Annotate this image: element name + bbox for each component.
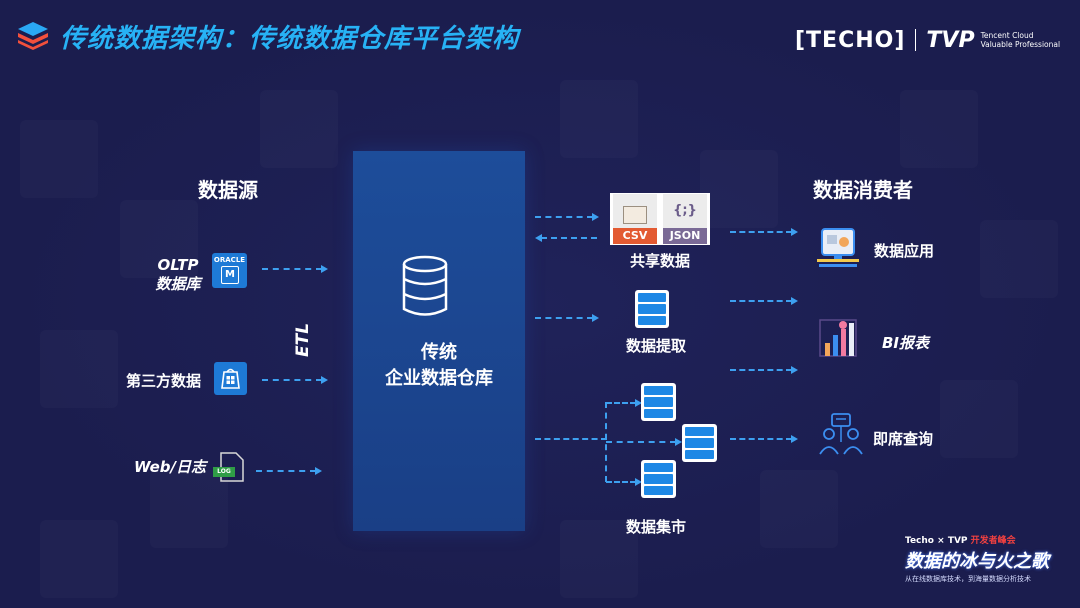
warehouse-block xyxy=(353,151,525,531)
web-log-arrow xyxy=(256,467,322,475)
techo-logo: [TECHO] xyxy=(795,27,906,53)
mart-db-icon-2 xyxy=(682,424,717,462)
adhoc-arrow xyxy=(730,435,798,443)
tvp-subtitle: Tencent Cloud Valuable Professional xyxy=(980,31,1061,49)
third-party-label: 第三方数据 xyxy=(126,372,202,390)
adhoc-label: 即席查询 xyxy=(873,430,934,448)
share-arrow-out xyxy=(535,213,599,221)
mart-arrow-mid xyxy=(606,438,682,446)
consumers-title: 数据消费者 xyxy=(813,178,913,202)
brand-divider xyxy=(915,29,917,51)
share-arrow-in xyxy=(535,234,597,242)
mart-arrow-top xyxy=(606,399,642,407)
warehouse-label: 传统企业数据仓库 xyxy=(385,342,493,389)
data-app-icon xyxy=(817,228,859,267)
extract-db-icon xyxy=(635,290,669,328)
oltp-arrow xyxy=(262,265,328,273)
mart-label: 数据集市 xyxy=(626,518,687,536)
mart-db-icon-3 xyxy=(641,460,676,498)
etl-label: ETL xyxy=(293,322,313,357)
adhoc-query-icon xyxy=(819,413,863,455)
header-brand: [TECHO] TVP Tencent Cloud Valuable Profe… xyxy=(795,26,1060,54)
mart-arrow-bottom xyxy=(606,478,642,486)
extract-label: 数据提取 xyxy=(626,337,687,355)
database-icon xyxy=(402,255,448,316)
share-label: 共享数据 xyxy=(630,252,691,270)
layers-logo-icon xyxy=(18,22,48,50)
app-label: 数据应用 xyxy=(874,242,935,260)
web-log-label: Web/日志 xyxy=(134,458,206,476)
bi-arrow-1 xyxy=(730,297,798,305)
bi-label: BI报表 xyxy=(882,334,930,352)
app-arrow xyxy=(730,228,798,236)
tvp-logo: TVP xyxy=(926,27,975,53)
event-title: 数据的冰与火之歌 xyxy=(905,551,1049,572)
mart-db-icon-1 xyxy=(641,383,676,421)
oracle-db-icon: ORACLE M xyxy=(212,253,247,288)
event-subtitle: 从在线数据库技术，到海量数据分析技术 xyxy=(905,575,1031,583)
bi-arrow-2 xyxy=(730,366,798,374)
store-icon xyxy=(214,362,247,395)
json-file-icon: {;} JSON xyxy=(663,194,707,244)
bi-chart-icon xyxy=(819,319,857,357)
log-file-icon: LOG xyxy=(212,450,246,484)
sources-title: 数据源 xyxy=(198,178,258,202)
mart-arrow-stem xyxy=(535,438,607,440)
page-title: 传统数据架构：传统数据仓库平台架构 xyxy=(60,24,520,54)
event-brand: Techo × TVP 开发者峰会 数据的冰与火之歌 从在线数据库技术，到海量数… xyxy=(905,533,1065,584)
event-tagline: Techo × TVP 开发者峰会 xyxy=(905,536,1016,546)
csv-file-icon: CSV xyxy=(613,194,657,244)
third-party-arrow xyxy=(262,376,328,384)
extract-arrow xyxy=(535,314,599,322)
